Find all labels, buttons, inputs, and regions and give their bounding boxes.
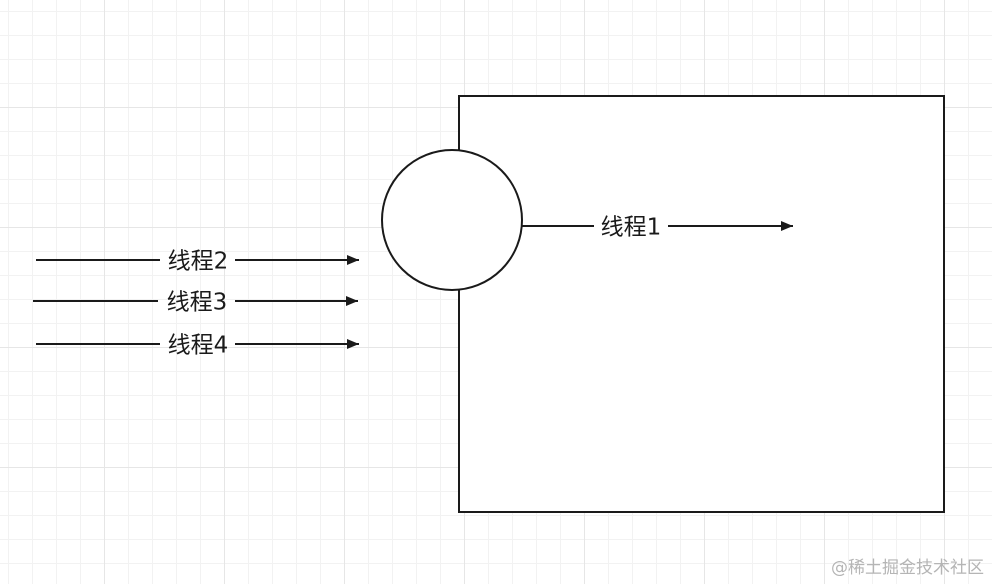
container-box (458, 95, 945, 513)
watermark-text: @稀土掘金技术社区 (831, 558, 984, 578)
thread2-label: 线程2 (168, 249, 229, 275)
entry-circle (381, 149, 523, 291)
thread1-label: 线程1 (601, 215, 662, 241)
thread4-label: 线程4 (168, 333, 229, 359)
thread3-label: 线程3 (167, 290, 228, 316)
